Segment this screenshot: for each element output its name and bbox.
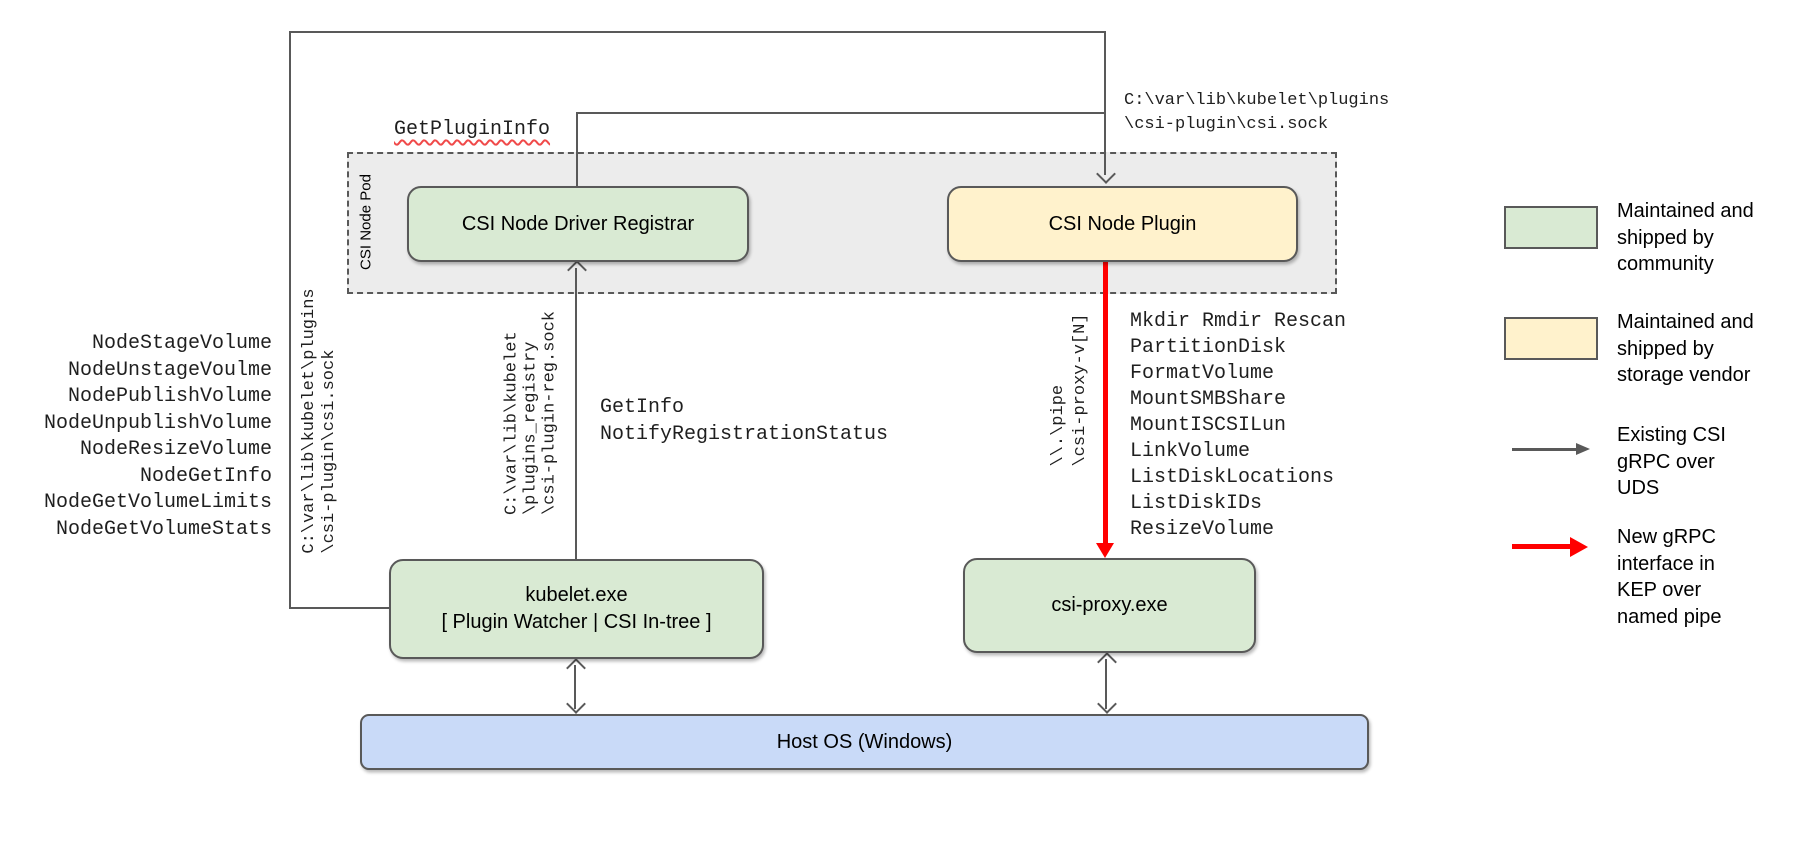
legend-pipe-arrow-line bbox=[1512, 544, 1570, 549]
plugin-csiproxy-connector bbox=[1103, 262, 1108, 545]
csi-proxy-calls-list: Mkdir Rmdir Rescan PartitionDisk FormatV… bbox=[1130, 310, 1347, 541]
kubelet-plugin-connector-left bbox=[289, 31, 291, 609]
registration-sock-path-label: C:\var\lib\kubelet \plugins_registry \cs… bbox=[502, 310, 560, 516]
kubelet-hostos-up-arrowhead-icon bbox=[566, 658, 586, 678]
csiproxy-hostos-connector bbox=[1105, 659, 1107, 709]
get-plugin-info-label: GetPluginInfo bbox=[394, 118, 551, 141]
csi-sock-path-left-label: C:\var\lib\kubelet\plugins \csi-plugin\c… bbox=[300, 288, 339, 554]
legend-uds-arrow-line bbox=[1512, 448, 1576, 451]
kubelet-plugin-connector-bottom bbox=[289, 607, 391, 609]
legend-community-label: Maintained and shipped by community bbox=[1617, 200, 1754, 275]
kubelet-plugin-connector-right bbox=[1104, 31, 1106, 175]
registrar-sock-connector-v bbox=[576, 112, 578, 188]
kubelet-hostos-down-arrowhead-icon bbox=[566, 694, 586, 714]
kubelet-plugin-connector-top bbox=[290, 31, 1106, 33]
csiproxy-red-arrowhead-icon bbox=[1096, 543, 1114, 558]
csi-node-plugin-box: CSI Node Plugin bbox=[947, 186, 1298, 262]
csi-node-driver-registrar-label: CSI Node Driver Registrar bbox=[461, 212, 695, 235]
legend-pipe-arrowhead-icon bbox=[1570, 537, 1588, 557]
csi-node-plugin-label: CSI Node Plugin bbox=[1048, 212, 1197, 235]
host-os-box: Host OS (Windows) bbox=[360, 714, 1369, 770]
csi-node-driver-registrar-box: CSI Node Driver Registrar bbox=[407, 186, 749, 262]
csi-proxy-label: csi-proxy.exe bbox=[1051, 594, 1168, 616]
csiproxy-hostos-down-arrowhead-icon bbox=[1097, 694, 1117, 714]
named-pipe-path-label: \\.\pipe \csi-proxy-v[N] bbox=[1049, 313, 1090, 467]
legend-uds-arrowhead-icon bbox=[1576, 443, 1590, 455]
kubelet-csi-calls-list: NodeStageVolume NodeUnstageVoulme NodePu… bbox=[43, 332, 272, 541]
csiproxy-hostos-up-arrowhead-icon bbox=[1097, 652, 1117, 672]
kubelet-hostos-connector bbox=[574, 665, 576, 709]
kubelet-registrar-connector bbox=[575, 268, 577, 561]
registration-calls-label: GetInfo NotifyRegistrationStatus bbox=[600, 396, 889, 446]
legend-vendor-swatch bbox=[1504, 317, 1598, 360]
registrar-sock-connector-h bbox=[576, 112, 1106, 114]
legend-pipe-label: New gRPC interface in KEP over named pip… bbox=[1617, 526, 1722, 628]
csi-proxy-box: csi-proxy.exe bbox=[963, 558, 1256, 653]
legend-vendor-label: Maintained and shipped by storage vendor bbox=[1617, 311, 1754, 386]
csi-sock-path-top-label: C:\var\lib\kubelet\plugins \csi-plugin\c… bbox=[1124, 91, 1390, 134]
kubelet-label: kubelet.exe [ Plugin Watcher | CSI In-tr… bbox=[441, 584, 712, 633]
host-os-label: Host OS (Windows) bbox=[776, 730, 953, 753]
csi-node-pod-label: CSI Node Pod bbox=[357, 174, 375, 270]
legend-community-swatch bbox=[1504, 206, 1598, 249]
kubelet-box: kubelet.exe [ Plugin Watcher | CSI In-tr… bbox=[389, 559, 764, 659]
legend-uds-label: Existing CSI gRPC over UDS bbox=[1617, 424, 1726, 499]
